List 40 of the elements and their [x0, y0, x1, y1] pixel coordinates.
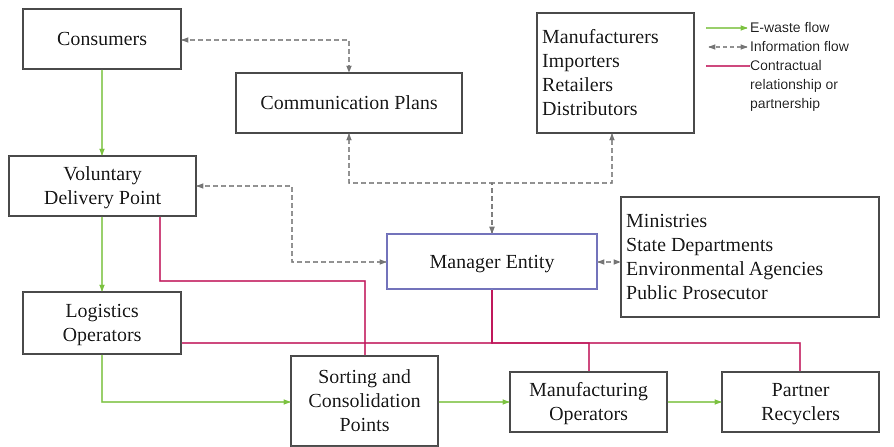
node-label: Manufacturing Operators	[528, 378, 649, 426]
process-box	[536, 12, 695, 134]
node-label: Environmental Agencies	[626, 257, 824, 281]
process-box	[721, 371, 880, 433]
arrow	[196, 183, 387, 265]
process-box	[8, 155, 197, 217]
legend-label: E-waste flow	[750, 18, 830, 37]
process-box	[620, 196, 880, 318]
node-label: Retailers	[542, 73, 614, 97]
node-label: Manufacturers	[542, 25, 659, 49]
process-box	[290, 355, 439, 447]
node-label: Importers	[542, 49, 620, 73]
process-box	[386, 233, 598, 290]
arrow	[439, 399, 510, 405]
node-label: Partner Recyclers	[760, 378, 841, 426]
node-label: Manager Entity	[430, 250, 554, 274]
node-label: Distributors	[542, 97, 638, 121]
legend-label: Information flow	[750, 37, 850, 56]
process-box	[509, 371, 668, 433]
node-label: Logistics Operators	[62, 299, 142, 347]
legend-label: Contractual relationship or partnership	[750, 56, 839, 113]
node-label: Communication Plans	[260, 91, 438, 115]
arrow	[668, 399, 722, 405]
connector-line	[159, 217, 366, 355]
node-label: Voluntary Delivery Point	[42, 162, 162, 210]
node-label: Consumers	[57, 27, 147, 51]
node-label: State Departments	[626, 233, 774, 257]
node-label: Ministries	[626, 209, 708, 233]
node-label: Public Prosecutor	[626, 281, 768, 305]
node-label: Sorting and Consolidation Points	[307, 365, 422, 437]
arrow	[489, 133, 615, 234]
arrow	[597, 259, 621, 265]
arrow	[101, 355, 291, 405]
arrow	[99, 217, 105, 292]
connector-line	[491, 290, 801, 371]
process-box	[235, 72, 463, 134]
process-box	[22, 291, 182, 355]
arrow	[181, 37, 352, 73]
process-box	[22, 8, 182, 70]
arrow	[99, 70, 105, 156]
